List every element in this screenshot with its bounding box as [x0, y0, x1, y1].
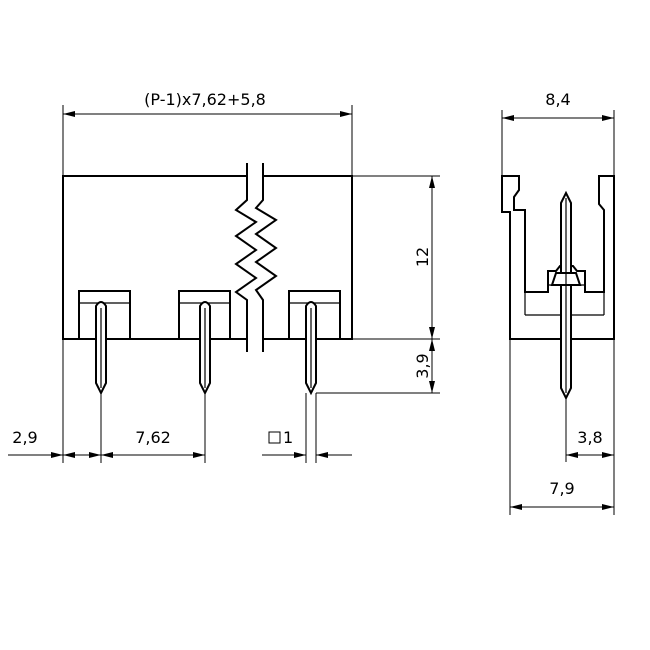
pin-2 [199, 301, 211, 396]
height-label: 12 [413, 247, 432, 267]
side-view: 8,4 3,8 7,9 [501, 90, 615, 515]
pin-offset-label: 3,8 [577, 428, 602, 447]
break-line-right [254, 163, 278, 352]
front-view: (P-1)x7,62+5,8 12 3,9 2,9 7,62 1 [8, 90, 440, 463]
pin-1 [95, 301, 107, 396]
pitch-label: 7,62 [135, 428, 171, 447]
square-symbol-icon [268, 431, 281, 444]
pin-3 [305, 301, 317, 396]
base-width-label: 7,9 [549, 479, 574, 498]
edge-offset-label: 2,9 [12, 428, 37, 447]
pin-square-label: 1 [283, 428, 293, 447]
side-pin [550, 190, 582, 401]
break-line-left [234, 163, 258, 352]
depth-label: 8,4 [545, 90, 570, 109]
pin-length-label: 3,9 [413, 353, 432, 378]
overall-width-label: (P-1)x7,62+5,8 [144, 90, 266, 109]
housing-left-outline [62, 175, 247, 340]
